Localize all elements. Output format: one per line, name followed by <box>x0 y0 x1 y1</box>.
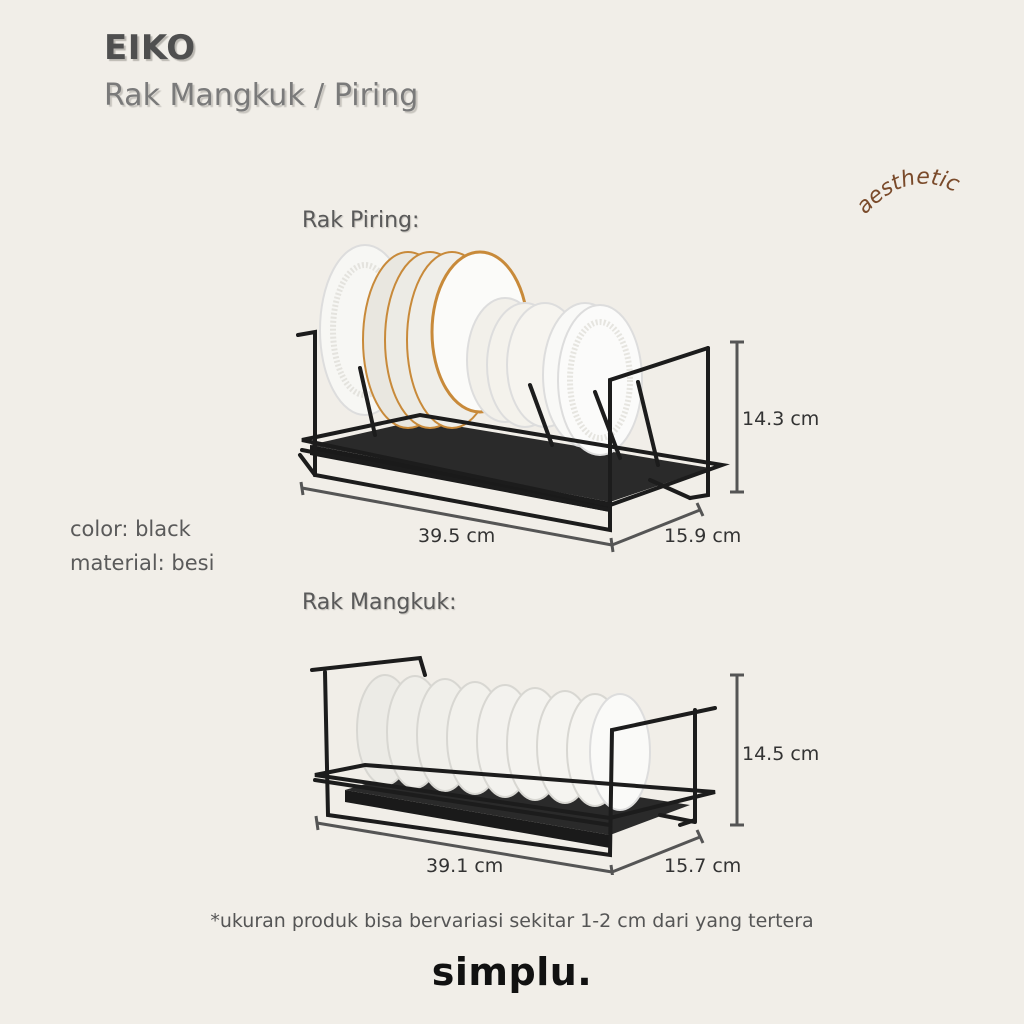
bowl-rack-height: 14.5 cm <box>742 743 820 765</box>
bowl-icon <box>356 674 651 811</box>
brand-logo: simplu. <box>431 950 593 994</box>
plate-rack-depth: 15.9 cm <box>664 525 742 547</box>
plate-rack-height: 14.3 cm <box>742 408 820 430</box>
product-subtitle: Rak Mangkuk / Piring <box>104 78 419 113</box>
size-variation-note: *ukuran produk bisa bervariasi sekitar 1… <box>210 910 814 932</box>
plate-rack-width: 39.5 cm <box>418 525 496 547</box>
brand-title: EIKO <box>104 28 196 68</box>
spec-color: color: black <box>70 517 191 541</box>
bowl-rack-illustration <box>290 640 750 880</box>
bowl-rack-label: Rak Mangkuk: <box>302 590 457 615</box>
plate-icon <box>319 244 643 456</box>
wire-frame <box>310 655 717 858</box>
wire-frame <box>296 329 730 533</box>
bowl-rack-dimension-lines <box>314 673 744 875</box>
svg-text:aesthetic: aesthetic <box>852 165 963 219</box>
bowl-rack-depth: 15.7 cm <box>664 855 742 877</box>
plate-rack-illustration <box>290 240 750 550</box>
specs: color: black material: besi <box>70 512 214 580</box>
spec-material: material: besi <box>70 551 215 575</box>
aesthetic-text: aesthetic <box>852 165 963 219</box>
bowl-rack-width: 39.1 cm <box>426 855 504 877</box>
plate-rack-dimension-lines <box>299 340 744 553</box>
plate-rack-label: Rak Piring: <box>302 208 420 233</box>
aesthetic-badge: aesthetic <box>850 160 1000 240</box>
